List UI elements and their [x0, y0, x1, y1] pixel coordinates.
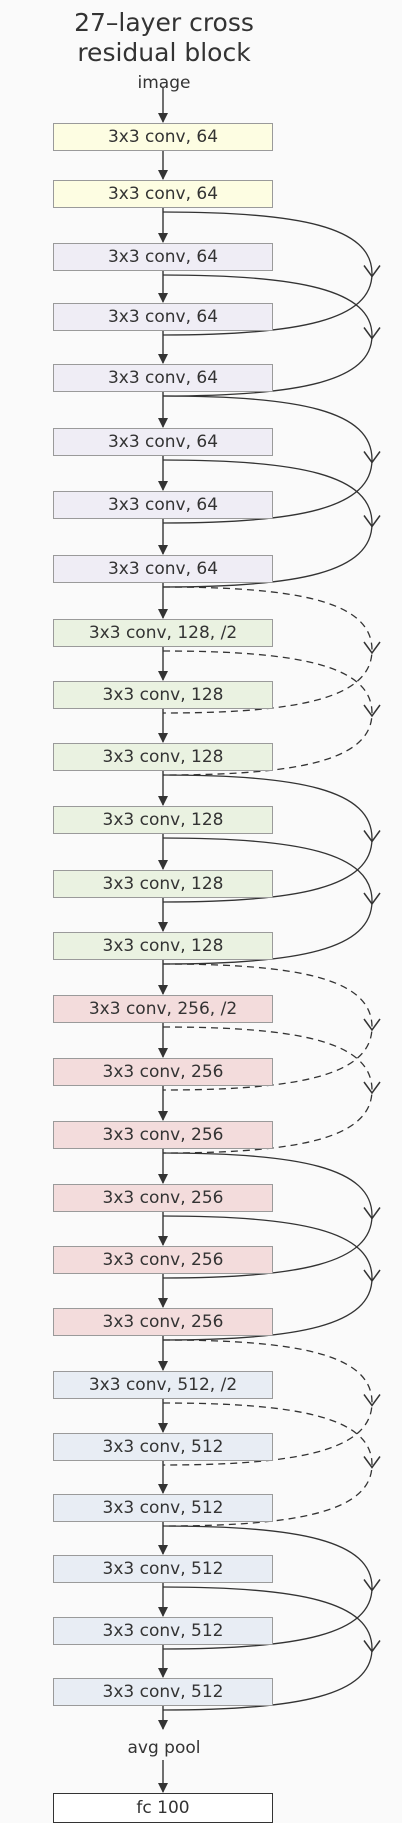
shortcut-arrow-icon: [363, 1269, 381, 1283]
input-label: image: [137, 73, 191, 93]
diagram-title-line-1: 27–layer cross: [74, 8, 254, 37]
conv-layer: 3x3 conv, 64: [53, 180, 273, 208]
conv-layer: 3x3 conv, 64: [53, 491, 273, 519]
shortcut-arrow-icon: [363, 1640, 381, 1653]
shortcut-arrow-icon: [363, 327, 381, 340]
flow-arrowhead: [158, 1607, 168, 1617]
shortcut-arrow-icon: [363, 1394, 381, 1407]
flow-arrowhead: [158, 671, 168, 681]
diagram-title-line-2: residual block: [77, 38, 251, 67]
flow-arrowhead: [158, 1668, 168, 1678]
conv-layer: 3x3 conv, 128: [53, 806, 273, 834]
flow-arrowhead: [158, 609, 168, 619]
flow-arrowhead: [158, 1720, 168, 1730]
flow-arrowhead: [158, 1174, 168, 1184]
shortcut-arrow-icon: [363, 1081, 381, 1095]
conv-layer: 3x3 conv, 256, /2: [53, 995, 273, 1023]
conv-layer: 3x3 conv, 256: [53, 1058, 273, 1086]
flow-arrowhead: [158, 796, 168, 806]
flow-arrowhead: [158, 418, 168, 428]
flow-arrowhead: [158, 1111, 168, 1121]
conv-layer: 3x3 conv, 256: [53, 1246, 273, 1274]
conv-layer: 3x3 conv, 128: [53, 932, 273, 960]
shortcut-arrow-icon: [363, 1018, 381, 1032]
conv-layer: 3x3 conv, 64: [53, 123, 273, 151]
flow-arrowhead: [158, 1783, 168, 1793]
flow-arrowhead: [158, 1298, 168, 1308]
conv-layer: 3x3 conv, 64: [53, 555, 273, 583]
conv-layer: 3x3 conv, 128: [53, 870, 273, 898]
shortcut-arrow-icon: [363, 1579, 381, 1592]
conv-layer: 3x3 conv, 128: [53, 681, 273, 709]
shortcut-arrow-icon: [363, 641, 381, 655]
conv-layer: 3x3 conv, 128, /2: [53, 619, 273, 647]
flow-arrowhead: [158, 481, 168, 491]
flow-arrowhead: [158, 233, 168, 243]
flow-arrowhead: [158, 1048, 168, 1058]
flow-arrowhead: [158, 1423, 168, 1433]
flow-arrowhead: [158, 293, 168, 303]
projection-shortcut-line: [162, 650, 373, 776]
flow-arrowhead: [158, 545, 168, 555]
flow-arrowhead: [158, 860, 168, 870]
flow-arrowhead: [158, 354, 168, 364]
conv-layer: 3x3 conv, 512: [53, 1494, 273, 1522]
conv-layer: 3x3 conv, 64: [53, 243, 273, 271]
shortcut-arrow-icon: [363, 1207, 381, 1220]
shortcut-arrow-icon: [363, 451, 381, 464]
fc-layer: fc 100: [53, 1793, 273, 1823]
conv-layer: 3x3 conv, 512: [53, 1433, 273, 1461]
shortcut-arrow-icon: [363, 265, 381, 278]
conv-layer: 3x3 conv, 512, /2: [53, 1371, 273, 1399]
avg-pool-label: avg pool: [127, 1738, 201, 1758]
shortcut-arrow-icon: [363, 892, 381, 906]
shortcut-arrow-icon: [363, 1456, 381, 1469]
conv-layer: 3x3 conv, 256: [53, 1121, 273, 1149]
conv-layer: 3x3 conv, 512: [53, 1617, 273, 1645]
conv-layer: 3x3 conv, 512: [53, 1678, 273, 1706]
flow-arrowhead: [158, 113, 168, 123]
conv-layer: 3x3 conv, 64: [53, 428, 273, 456]
flow-arrowhead: [158, 170, 168, 180]
flow-arrowhead: [158, 733, 168, 743]
conv-layer: 3x3 conv, 64: [53, 364, 273, 392]
shortcut-arrow-icon: [363, 830, 381, 843]
flow-arrowhead: [158, 1484, 168, 1494]
flow-arrowhead: [158, 1361, 168, 1371]
conv-layer: 3x3 conv, 256: [53, 1184, 273, 1212]
conv-layer: 3x3 conv, 256: [53, 1308, 273, 1336]
conv-layer: 3x3 conv, 128: [53, 743, 273, 771]
conv-layer: 3x3 conv, 512: [53, 1555, 273, 1583]
flow-arrowhead: [158, 985, 168, 995]
projection-shortcut-line: [162, 1402, 373, 1527]
flow-arrowhead: [158, 1236, 168, 1246]
shortcut-arrow-icon: [363, 704, 381, 718]
shortcut-arrow-icon: [363, 515, 381, 528]
conv-layer: 3x3 conv, 64: [53, 303, 273, 331]
flow-arrowhead: [158, 1545, 168, 1555]
flow-arrowhead: [158, 922, 168, 932]
